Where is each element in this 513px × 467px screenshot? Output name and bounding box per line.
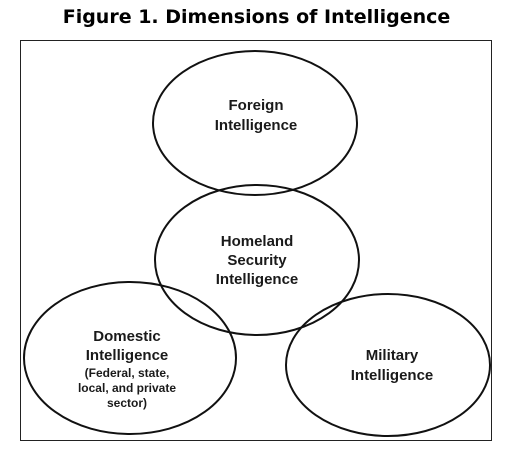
homeland-label-line-1: Homeland [221, 233, 294, 250]
military-label-line-2: Intelligence [351, 367, 434, 384]
domestic-label-line-1: Domestic [93, 328, 161, 345]
figure-frame [20, 40, 492, 441]
homeland-label-line-2: Security [227, 252, 287, 269]
foreign-label-line-2: Intelligence [215, 117, 298, 134]
military-intelligence-circle [285, 293, 491, 437]
figure-title: Figure 1. Dimensions of Intelligence [62, 6, 451, 28]
domestic-subtext-line-1: (Federal, state, [85, 366, 170, 380]
military-label-line-1: Military [366, 347, 419, 364]
domestic-intelligence-circle [23, 281, 237, 435]
domestic-label-line-2: Intelligence [86, 347, 169, 364]
homeland-label-line-3: Intelligence [216, 271, 299, 288]
domestic-subtext-line-3: sector) [107, 396, 147, 410]
domestic-subtext-line-2: local, and private [78, 381, 176, 395]
foreign-intelligence-circle [152, 50, 358, 196]
foreign-label-line-1: Foreign [229, 97, 284, 114]
homeland-security-circle [154, 184, 360, 336]
